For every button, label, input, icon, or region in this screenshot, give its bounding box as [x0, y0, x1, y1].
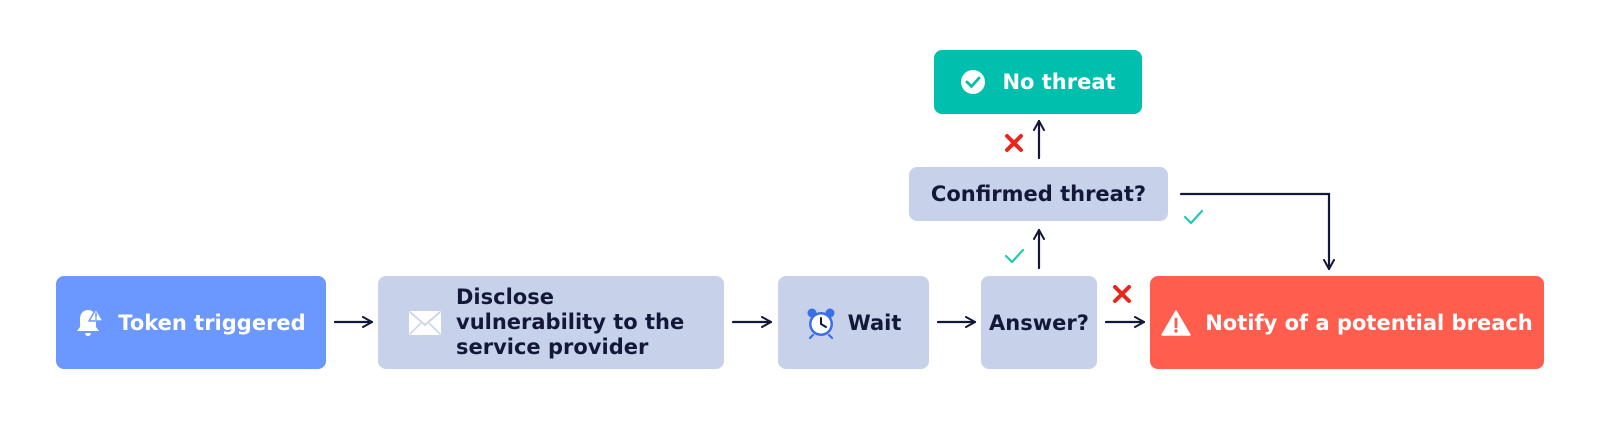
cross-icon — [1005, 134, 1023, 152]
cross-icon — [1113, 285, 1131, 303]
node-label: Token triggered — [118, 310, 306, 335]
envelope-icon — [408, 310, 442, 336]
node-wait: Wait — [778, 276, 929, 369]
node-token-triggered: Token triggered — [56, 276, 326, 369]
check-icon — [1004, 248, 1025, 264]
alarm-clock-icon — [806, 307, 836, 339]
node-disclose-vulnerability: Disclose vulnerability to the service pr… — [378, 276, 724, 369]
node-label: No threat — [1002, 70, 1116, 94]
node-label: Wait — [847, 310, 902, 335]
node-label: Confirmed threat? — [930, 182, 1147, 206]
check-icon — [1183, 209, 1204, 225]
node-label: Disclose vulnerability to the service pr… — [456, 285, 685, 359]
node-label: Notify of a potential breach — [1205, 310, 1533, 335]
bell-alert-icon — [76, 307, 105, 339]
check-circle-icon — [960, 69, 986, 95]
node-confirmed-threat-decision: Confirmed threat? — [909, 167, 1168, 221]
node-label: Answer? — [989, 310, 1089, 335]
node-no-threat: No threat — [934, 50, 1142, 114]
node-answer-decision: Answer? — [981, 276, 1097, 369]
warning-triangle-icon — [1161, 309, 1191, 336]
arrow-confirmed-to-notify — [1179, 192, 1335, 271]
node-notify-breach: Notify of a potential breach — [1150, 276, 1544, 369]
